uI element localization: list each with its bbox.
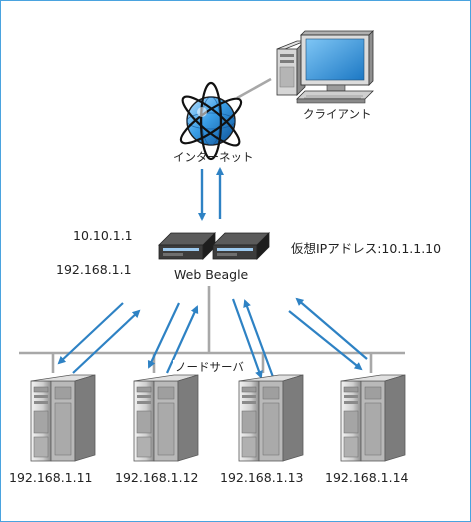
node-server-ip-label: 192.168.1.12 [115,470,199,485]
node-server-ip-label: 192.168.1.11 [9,470,93,485]
node-server-icon [340,374,406,462]
internet-globe-icon [179,81,243,161]
node-server-ip-label: 192.168.1.14 [325,470,409,485]
node-server-ip-label: 192.168.1.13 [220,470,304,485]
node-servers-label: ノードサーバ [173,360,246,374]
node-server-icon [133,374,199,462]
internet-traffic-arrows [198,167,224,221]
web-beagle-outer-ip: 10.10.1.1 [73,228,133,243]
client-link [236,77,272,100]
node-server-icon [238,374,304,462]
client-label: クライアント [303,107,372,121]
client-computer-icon [276,30,374,104]
internet-label: インターネット [173,150,254,164]
web-beagle-device-icon [158,232,270,260]
web-beagle-inner-ip: 192.168.1.1 [56,262,132,277]
web-beagle-label: Web Beagle [174,267,249,282]
node-server-icon [30,374,96,462]
load-balancing-arrows [57,297,368,379]
virtual-ip-label: 仮想IPアドレス:10.1.1.10 [291,241,442,256]
